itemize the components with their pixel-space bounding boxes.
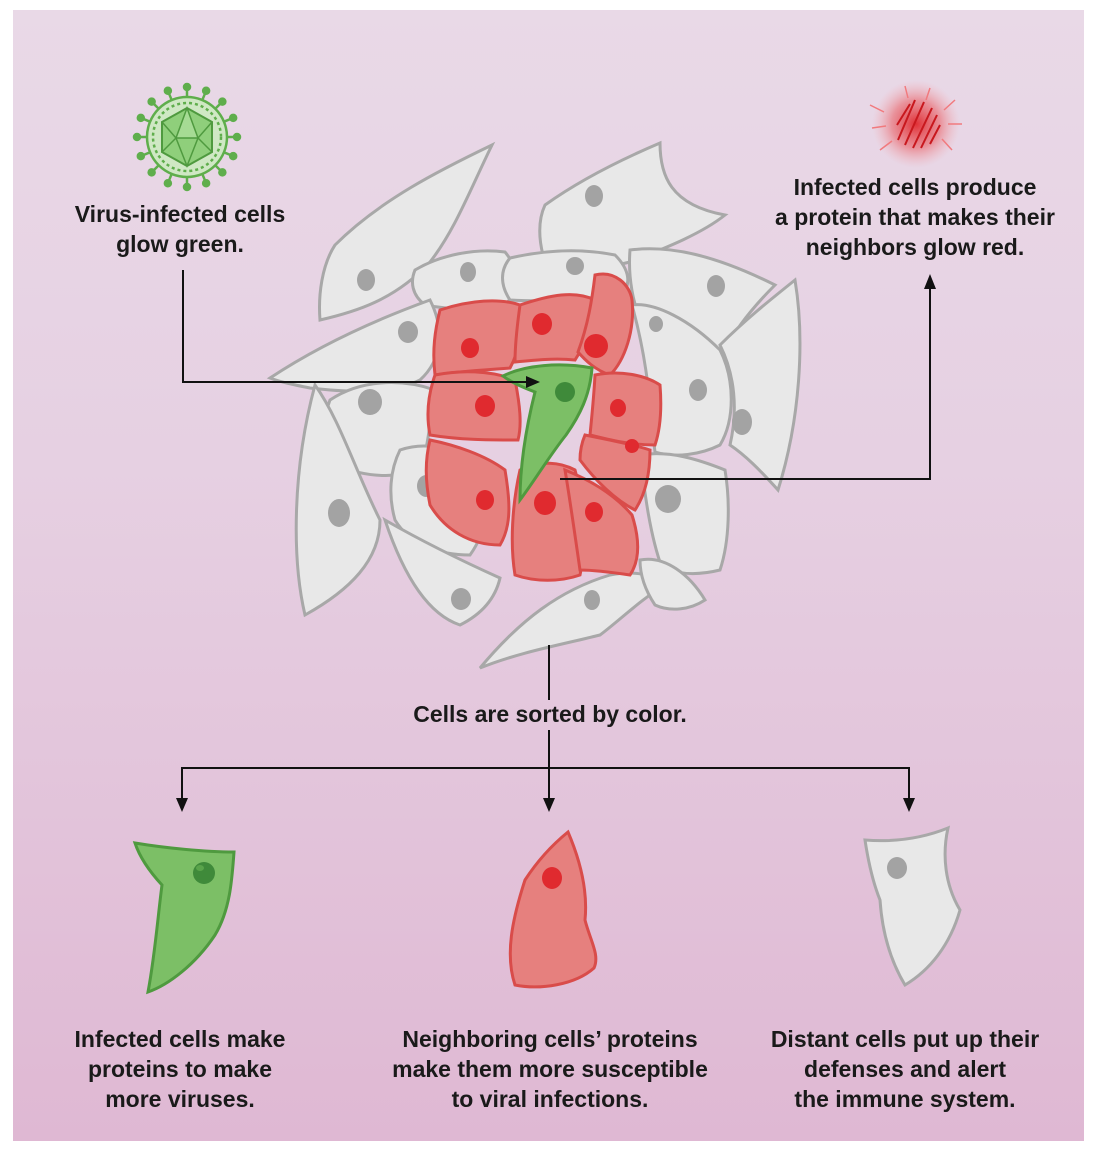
neighbor-cell — [563, 467, 640, 577]
virus-spike-tip — [132, 132, 142, 142]
distant-cell — [266, 298, 441, 393]
virus-spike-tip — [163, 86, 173, 96]
virus-spike-tip — [163, 178, 173, 188]
virus-spike-tip — [147, 97, 156, 106]
distant-cell — [382, 516, 502, 627]
neighbor-cell — [578, 433, 652, 512]
distant-cell — [478, 571, 668, 670]
virus-spike-tip — [136, 151, 146, 161]
sorting-arrows — [176, 645, 915, 812]
neighbor-cell — [426, 370, 522, 442]
sorted-label: Cells are sorted by color. — [413, 701, 687, 727]
neighbor-cell — [576, 272, 635, 377]
neighbor-cell — [432, 299, 523, 377]
distant-cell — [638, 452, 730, 575]
distant-cells-label: Distant cells put up their defenses and … — [770, 1026, 1040, 1112]
distant-cell — [318, 141, 496, 322]
neighbor-cells-label: Neighboring cells’ proteins make them mo… — [392, 1026, 708, 1112]
virus-icon — [132, 82, 242, 192]
cell-to-protein-arrow — [560, 274, 936, 480]
virus-to-cell-arrow — [182, 270, 540, 388]
neighbor-cell — [510, 461, 587, 582]
neighbor-cell — [513, 293, 597, 364]
virus-spike-tip — [232, 132, 242, 142]
virus-label: Virus-infected cells glow green. — [74, 201, 286, 257]
virus-spike-tip — [182, 82, 192, 92]
sorted-distant-cell — [863, 825, 962, 988]
infected-cell — [500, 363, 594, 505]
virus-spike-tip — [201, 178, 211, 188]
neighbor-cell — [588, 371, 663, 447]
virus-spike-tip — [136, 113, 146, 123]
distant-cell — [294, 381, 382, 618]
virus-spike-tip — [182, 182, 192, 192]
infected-cells-label: Infected cells make proteins to make mor… — [74, 1026, 286, 1112]
virus-spike-tip — [228, 113, 238, 123]
cell-cluster — [266, 140, 802, 670]
red-protein-label: Infected cells produce a protein that ma… — [775, 174, 1055, 260]
virus-spike-tip — [218, 97, 227, 106]
virus-spike-tip — [147, 168, 156, 177]
sorted-infected-cell — [132, 841, 236, 995]
neighbor-cell — [424, 438, 511, 547]
sorted-neighbor-cell — [508, 829, 598, 989]
virus-spike-tip — [218, 168, 227, 177]
virus-spike-tip — [228, 151, 238, 161]
virus-spike-tip — [201, 86, 211, 96]
glowing-protein-icon — [869, 80, 962, 168]
distant-cell — [718, 277, 802, 493]
